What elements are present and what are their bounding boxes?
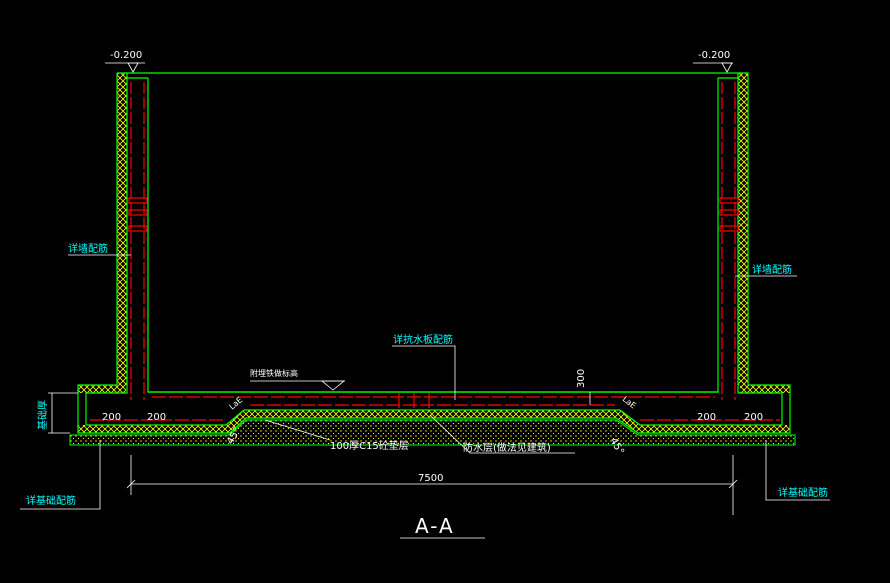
dimension-7500: 7500 (418, 473, 443, 484)
cushion-label: 100厚C15砼垫层 (330, 439, 409, 452)
footing-rebar-label-left: 详基础配筋 (26, 494, 76, 507)
waterproof-label: 防水层(做法见建筑) (463, 441, 551, 454)
dimension-200-a: 200 (102, 412, 121, 423)
dimension-200-c: 200 (697, 412, 716, 423)
anchor-length-label-left: LaE (228, 395, 245, 411)
base-thickness-label: 基础厚 (36, 400, 49, 430)
wall-rebar-label-left: 详墙配筋 (68, 242, 108, 255)
section-title: A-A (415, 514, 455, 538)
wall-rebar-label-right: 详墙配筋 (752, 263, 792, 276)
leaders (20, 62, 830, 539)
cushion-layer (69, 419, 796, 446)
dimension-300: 300 (576, 369, 587, 388)
rebar (90, 82, 780, 421)
elevation-label-right: -0.200 (698, 50, 730, 61)
footing-rebar-label-right: 详基础配筋 (778, 486, 828, 499)
dimension-200-d: 200 (744, 412, 763, 423)
waterproof-hatch (78, 73, 790, 433)
slab-elevation-label: 附埋铁做标高 (250, 368, 298, 378)
structure-outline (77, 72, 791, 434)
dimension-200-b: 200 (147, 412, 166, 423)
anti-float-rebar-label: 详抗水板配筋 (393, 333, 453, 346)
elevation-label-left: -0.200 (110, 50, 142, 61)
